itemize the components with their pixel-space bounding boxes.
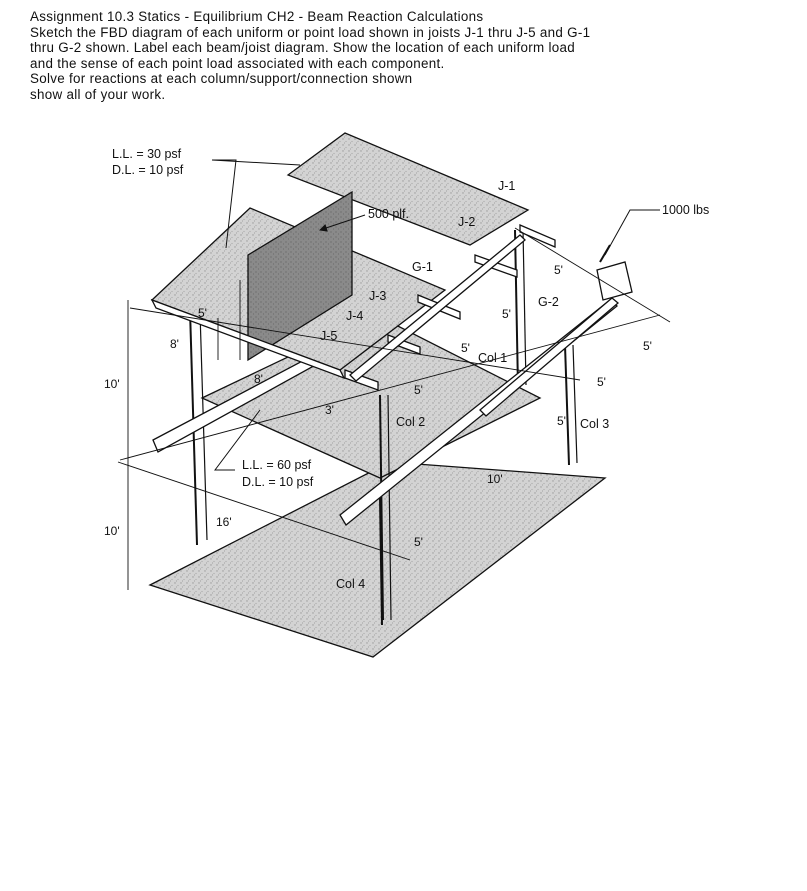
dim-8-mid: 8' <box>254 372 263 386</box>
col-2-label: Col 2 <box>396 415 425 429</box>
dim-16: 16' <box>216 515 232 529</box>
dim-line-mid <box>119 314 661 461</box>
lower-dl-label: D.L. = 10 psf <box>242 475 314 489</box>
col-1 <box>514 229 519 389</box>
dim-5-g: 5' <box>557 414 566 428</box>
dim-5-c: 5' <box>461 341 470 355</box>
j-5-label: J-5 <box>320 329 337 343</box>
dim-5-h: 5' <box>414 535 423 549</box>
g-1-label: G-1 <box>412 260 433 274</box>
upper-ll-label: L.L. = 30 psf <box>112 147 182 161</box>
dim-line-right <box>514 227 671 323</box>
point-load-label: 1000 lbs <box>662 203 709 217</box>
g-1-girder <box>349 234 526 382</box>
header-line-1: Assignment 10.3 Statics - Equilibrium CH… <box>30 9 484 24</box>
dim-5-f: 5' <box>597 375 606 389</box>
dim-5-a: 5' <box>554 263 563 277</box>
assignment-header: Assignment 10.3 Statics - Equilibrium CH… <box>30 9 790 103</box>
upper-slab-right <box>286 132 530 246</box>
dim-line-upper <box>129 307 581 381</box>
dim-5-d: 5' <box>414 383 423 397</box>
upper-dl-label: D.L. = 10 psf <box>112 163 184 177</box>
header-line-6: show all of your work. <box>30 86 166 102</box>
col-4 <box>379 497 383 626</box>
lower-ll-label: L.L. = 60 psf <box>242 458 312 472</box>
header-line-3: thru G-2 shown. Label each beam/joist di… <box>30 40 576 56</box>
leader-500plf <box>319 214 366 232</box>
col-4-label: Col 4 <box>336 577 365 591</box>
header-line-5: Solve for reactions at each column/suppo… <box>30 71 413 87</box>
header-line-2: Sketch the FBD diagram of each uniform o… <box>30 24 591 40</box>
j-1-beam <box>519 224 556 248</box>
col-1-label: Col 1 <box>478 351 507 365</box>
wall-load-label: 500 plf. <box>368 207 409 221</box>
j-2-beam <box>474 254 518 278</box>
ground-slab <box>148 461 607 658</box>
dim-3: 3' <box>325 403 334 417</box>
point-load-bracket <box>596 261 633 301</box>
dim-8-left: 8' <box>170 337 179 351</box>
dim-10-upper: 10' <box>104 377 120 391</box>
dim-5-wall: 5' <box>198 306 207 320</box>
g-2-label: G-2 <box>538 295 559 309</box>
dim-10-lower: 10' <box>104 524 120 538</box>
col-3-label: Col 3 <box>580 417 609 431</box>
dim-5-e: 5' <box>643 339 652 353</box>
dim-10-floor: 10' <box>487 472 503 486</box>
dim-line-bottom <box>117 461 411 561</box>
j-4-label: J-4 <box>346 309 363 323</box>
wall <box>247 190 353 362</box>
leader-1000 <box>604 209 660 256</box>
col-2 <box>379 394 384 621</box>
j-1-label: J-1 <box>498 179 515 193</box>
j-2-label: J-2 <box>458 215 475 229</box>
g-2-girder <box>479 297 620 417</box>
header-line-4: and the sense of each point load associa… <box>30 55 445 71</box>
leader-lower-load <box>214 409 261 471</box>
dim-5-b: 5' <box>502 307 511 321</box>
j-3-label: J-3 <box>369 289 386 303</box>
col-3 <box>564 344 570 466</box>
